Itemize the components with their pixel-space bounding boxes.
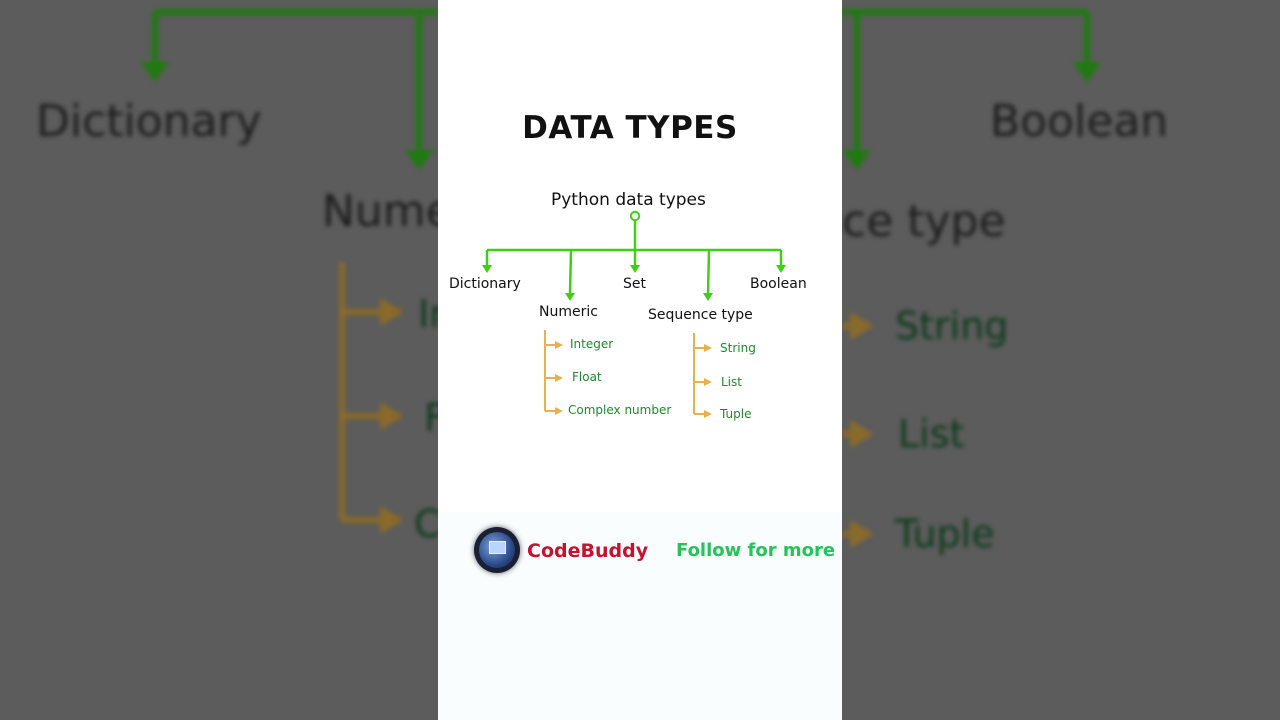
content-panel: DATA TYPES	[438, 0, 842, 720]
branch-dictionary: Dictionary	[449, 276, 521, 292]
leaf-list: List	[721, 375, 742, 389]
leaf-string: String	[720, 341, 756, 355]
arrow-dictionary-icon	[482, 265, 492, 273]
branch-boolean: Boolean	[750, 276, 807, 292]
background-list: List	[898, 412, 965, 456]
background-float: F	[424, 396, 438, 440]
arrow-integer-icon	[555, 341, 563, 349]
branch-sequence-line	[706, 249, 711, 295]
arrow-sequence-icon	[703, 293, 713, 301]
channel-avatar[interactable]	[474, 527, 520, 573]
background-sequence-type: ce type	[842, 196, 1006, 247]
branch-lines	[485, 221, 783, 295]
background-dictionary: Dictionary	[36, 96, 262, 147]
leaf-integer: Integer	[570, 337, 614, 351]
arrow-float-icon	[555, 374, 563, 382]
arrow-complex-icon	[555, 407, 563, 415]
leaf-complex-number: Complex number	[568, 403, 672, 417]
arrow-numeric-icon	[565, 293, 575, 301]
arrow-boolean-icon	[776, 265, 786, 273]
leaf-tuple: Tuple	[720, 407, 752, 421]
root-label: Python data types	[551, 190, 706, 210]
branch-sequence-type: Sequence type	[648, 307, 753, 323]
background-left: Dictionary Nume In F C	[0, 0, 438, 720]
sequence-sub-lines	[693, 333, 705, 415]
arrow-set-icon	[630, 265, 640, 273]
sequence-sub-arrowheads	[704, 344, 712, 418]
page-title: DATA TYPES	[522, 110, 738, 146]
branch-arrowheads	[482, 265, 786, 301]
numeric-sub-arrowheads	[555, 341, 563, 415]
arrow-list-icon	[704, 378, 712, 386]
arrow-tuple-icon	[704, 410, 712, 418]
background-integer: In	[418, 292, 438, 336]
background-tuple: Tuple	[895, 512, 995, 556]
branch-numeric-line	[568, 249, 573, 295]
background-numeric: Nume	[322, 186, 438, 237]
branch-numeric: Numeric	[539, 304, 598, 320]
numeric-sub-lines	[544, 330, 556, 412]
background-string: String	[895, 304, 1009, 348]
background-right: Boolean ce type String List Tuple	[842, 0, 1280, 720]
follow-cta[interactable]: Follow for more	[676, 540, 836, 561]
background-left-lines	[141, 9, 438, 534]
branch-set: Set	[623, 276, 646, 292]
background-complex: C	[414, 502, 438, 546]
tree-diagram	[482, 210, 786, 418]
channel-name[interactable]: CodeBuddy	[527, 540, 649, 562]
laptop-icon	[489, 541, 506, 554]
background-right-lines	[842, 9, 1101, 548]
arrow-string-icon	[704, 344, 712, 352]
root-node-dot	[629, 210, 641, 222]
background-boolean: Boolean	[990, 96, 1169, 147]
leaf-float: Float	[572, 370, 602, 384]
